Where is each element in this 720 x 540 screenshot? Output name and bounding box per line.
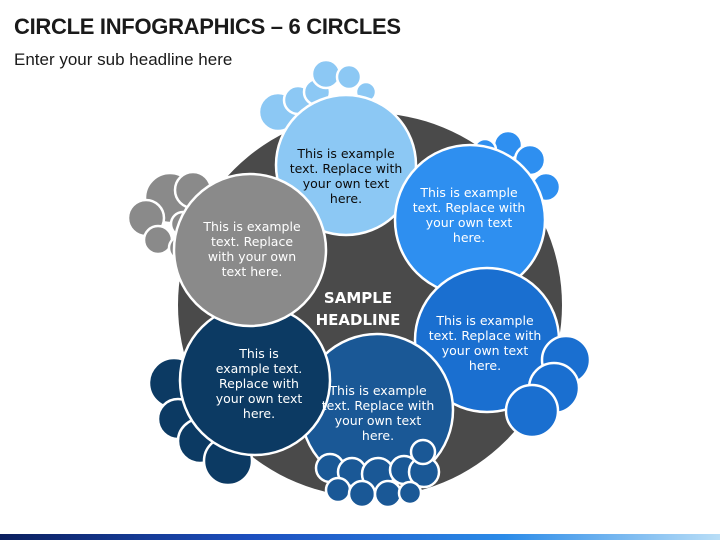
circle-lower-right-text: This is example text. Replace with your … xyxy=(428,313,542,373)
bottom-accent-bar xyxy=(0,534,720,540)
circle-lower-left-text: This is example text. Replace with your … xyxy=(215,346,303,421)
bubble xyxy=(347,479,377,509)
bubble xyxy=(324,476,352,504)
circle-upper-right-text: This is example text. Replace with your … xyxy=(412,185,526,245)
center-headline: SAMPLE HEADLINE xyxy=(315,289,401,329)
circle-top-group xyxy=(257,58,418,237)
page-title: CIRCLE INFOGRAPHICS – 6 CIRCLES xyxy=(14,14,401,39)
bubble xyxy=(504,383,560,439)
circle-bottom-group xyxy=(299,332,455,509)
bubble xyxy=(409,438,437,466)
circle-lower-left-group xyxy=(147,303,332,487)
circle-bottom-text: This is example text. Replace with your … xyxy=(321,383,435,443)
bubble xyxy=(142,224,174,256)
bubble xyxy=(335,63,363,91)
bubble xyxy=(397,480,423,506)
bubble xyxy=(310,58,342,90)
circle-upper-left-group xyxy=(126,170,328,328)
page-subtitle: Enter your sub headline here xyxy=(14,50,233,69)
circle-top-text: This is example text. Replace with your … xyxy=(289,146,403,206)
circle-upper-left-text: This is example text. Replace with your … xyxy=(203,219,301,279)
circle-upper-right-group xyxy=(393,129,562,297)
bubble xyxy=(373,479,403,509)
circle-lower-right-group xyxy=(413,266,592,439)
circle-top xyxy=(274,93,418,237)
circle-upper-left xyxy=(172,172,328,328)
